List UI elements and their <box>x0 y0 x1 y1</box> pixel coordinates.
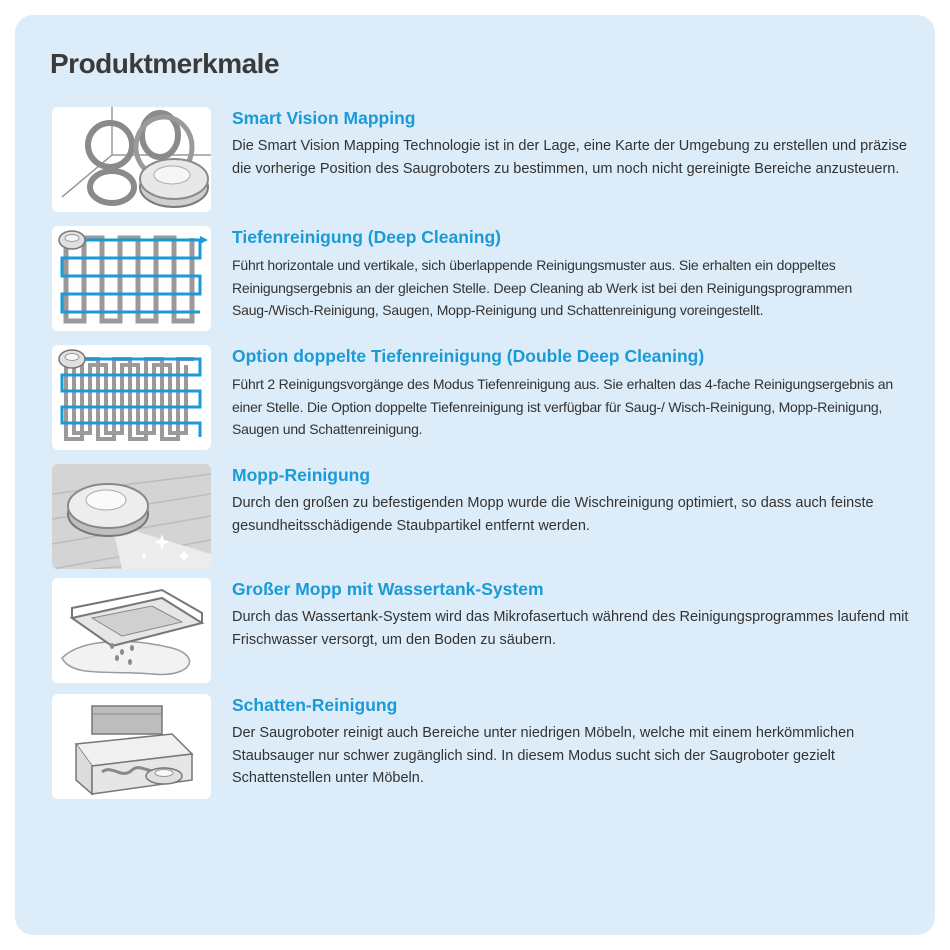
feature-description: Durch das Wassertank-System wird das Mik… <box>232 609 909 648</box>
robot-mopping-floor-icon <box>52 464 211 569</box>
feature-description: Die Smart Vision Mapping Technologie ist… <box>232 138 907 177</box>
feature-title: Großer Mopp mit Wassertank-System <box>232 579 544 599</box>
feature-description: Führt horizontale und vertikale, sich üb… <box>232 257 853 318</box>
robot-under-bed-icon <box>52 694 211 799</box>
water-tank-mop-icon <box>52 578 211 683</box>
feature-title: Mopp-Reinigung <box>232 465 371 485</box>
robot-mapping-icon <box>52 107 211 212</box>
feature-title: Smart Vision Mapping <box>232 108 416 128</box>
feature-title: Option doppelte Tiefenreinigung (Double … <box>232 346 705 366</box>
feature-description: Durch den großen zu befestigenden Mopp w… <box>232 495 874 534</box>
deep-cleaning-pattern-icon <box>52 226 211 331</box>
feature-title: Schatten-Reinigung <box>232 695 398 715</box>
feature-description: Der Saugroboter reinigt auch Bereiche un… <box>232 725 855 786</box>
feature-title: Tiefenreinigung (Deep Cleaning) <box>232 227 502 247</box>
double-deep-cleaning-pattern-icon <box>52 345 211 450</box>
feature-description: Führt 2 Reinigungsvorgänge des Modus Tie… <box>232 376 893 437</box>
page-title: Produktmerkmale <box>50 48 280 79</box>
